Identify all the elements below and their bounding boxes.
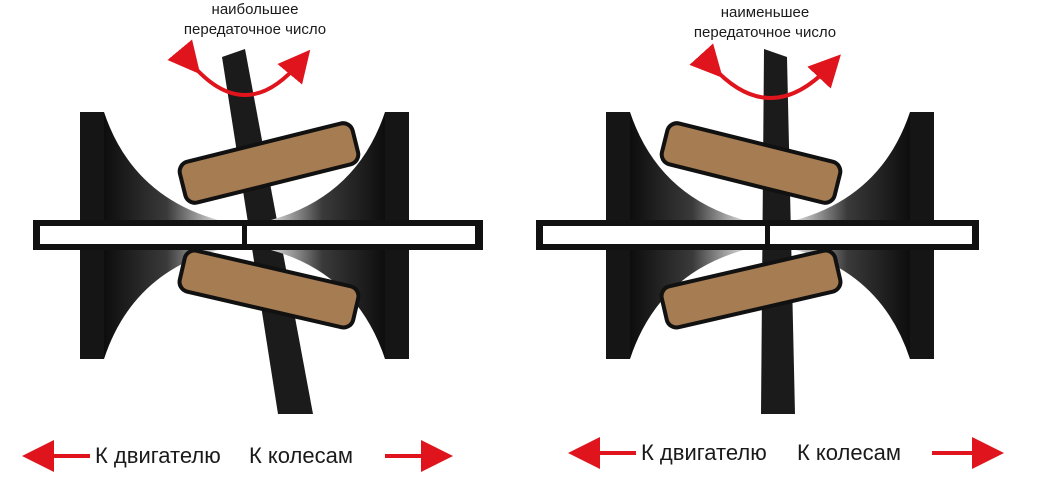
caption-right-line1: наименьшее (720, 4, 810, 21)
label-to-wheels-right: К колесам (797, 440, 901, 465)
right-panel (536, 43, 1004, 469)
roller-upper (177, 121, 361, 205)
roller-lower (659, 248, 843, 330)
label-to-wheels-left: К колесам (249, 443, 353, 468)
input-disc-upper (630, 112, 744, 220)
shaft-wheels-half (770, 226, 972, 244)
shaft-wheels-half (247, 226, 475, 244)
label-to-engine-left: К двигателю (95, 443, 221, 468)
output-disc-lower (796, 250, 910, 359)
caption-left-line2: передаточное число (183, 21, 327, 38)
shaft-engine-half (543, 226, 765, 244)
input-disc-upper (104, 112, 218, 220)
label-to-engine-right: К двигателю (641, 440, 767, 465)
caption-left: наибольшее передаточное число (160, 0, 350, 40)
left-panel (22, 39, 483, 472)
caption-right: наименьшее передаточное число (670, 3, 860, 43)
rotation-arrow-icon (689, 43, 841, 100)
output-disc-upper (271, 112, 385, 220)
roller-upper (659, 121, 843, 205)
caption-left-line1: наибольшее (211, 1, 299, 18)
roller-lower (177, 248, 361, 330)
output-disc-lower (271, 250, 385, 359)
shaft-engine-half (40, 226, 242, 244)
rotation-arrow-icon (167, 39, 311, 97)
input-disc-lower (104, 250, 218, 359)
caption-right-line2: передаточное число (693, 24, 837, 41)
output-disc-upper (796, 112, 910, 220)
input-disc-lower (630, 250, 744, 359)
